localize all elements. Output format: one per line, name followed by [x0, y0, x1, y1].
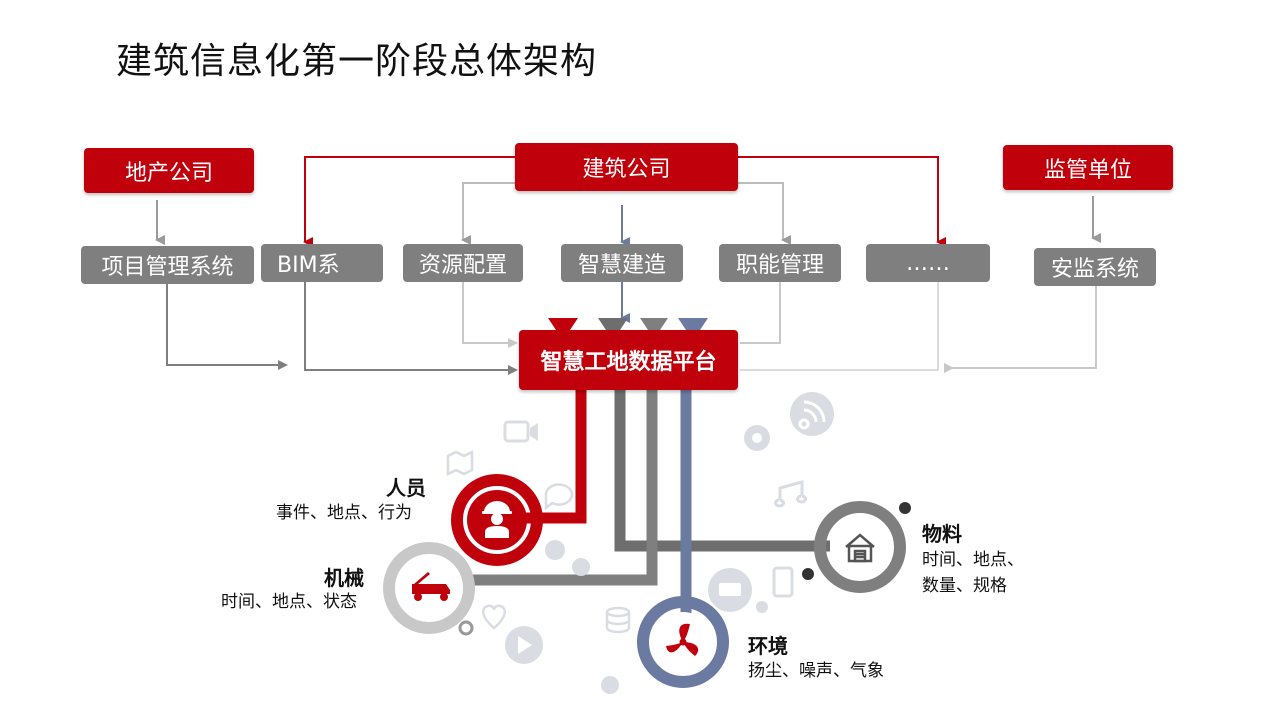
node-construction-company: 建筑公司 — [515, 143, 738, 191]
desc-material-line1: 时间、地点、 — [922, 550, 1024, 570]
funnel-gray-1 — [598, 318, 628, 330]
dot-2 — [572, 558, 590, 576]
dot-1 — [545, 540, 565, 560]
connector-construction-to-resource — [461, 182, 515, 245]
node-real-estate-company: 地产公司 — [84, 148, 254, 193]
environment-node — [637, 596, 729, 688]
dot-3 — [802, 568, 814, 580]
drive-icon — [708, 568, 752, 612]
dot-5 — [756, 601, 768, 613]
warehouse-icon — [845, 533, 875, 563]
dot-6 — [601, 676, 619, 694]
map-icon — [446, 449, 474, 477]
video-camera-icon — [503, 420, 538, 443]
node-regulator: 监管单位 — [1003, 145, 1173, 190]
dot-4 — [899, 502, 911, 514]
small-ring-icon — [458, 620, 474, 636]
desc-environment: 扬尘、噪声、气象 — [748, 661, 884, 681]
pipe-machinery — [470, 390, 658, 586]
node-project-management-system: 项目管理系统 — [81, 246, 254, 284]
connector-function-to-platform — [740, 282, 781, 344]
connector-construction-to-more — [738, 156, 946, 247]
desc-machinery: 时间、地点、状态 — [221, 592, 357, 612]
node-resource-allocation: 资源配置 — [403, 244, 523, 282]
node-more-systems: …… — [866, 244, 990, 282]
page-title: 建筑信息化第一阶段总体架构 — [116, 41, 598, 82]
database-icon — [605, 606, 631, 634]
connector-safety-to-platform — [944, 286, 1097, 373]
desc-personnel: 事件、地点、行为 — [276, 503, 412, 523]
node-bim-system: BIM系 — [261, 244, 383, 282]
funnel-gray-2 — [640, 318, 668, 330]
decorative-icons — [446, 392, 911, 694]
connector-project-to-platform — [166, 284, 288, 370]
label-material: 物料 — [922, 522, 962, 546]
play-icon — [505, 626, 543, 664]
truck-icon — [412, 572, 450, 601]
label-environment: 环境 — [748, 634, 788, 658]
heart-icon — [481, 604, 507, 630]
machinery-node — [383, 542, 475, 634]
funnel-red — [548, 318, 578, 330]
node-smart-site-data-platform: 智慧工地数据平台 — [519, 330, 738, 390]
personnel-node — [451, 474, 543, 566]
node-function-management: 职能管理 — [719, 244, 841, 282]
connector-construction-to-bim — [303, 156, 515, 247]
funnel-blue — [678, 318, 708, 330]
connector-construction-to-function — [738, 182, 791, 245]
label-personnel: 人员 — [386, 476, 426, 500]
node-safety-system: 安监系统 — [1034, 248, 1156, 286]
phone-icon — [772, 566, 794, 598]
material-node — [814, 501, 906, 593]
chat-icon — [544, 483, 574, 511]
pipe-material — [614, 390, 830, 552]
connector-resource-to-platform — [462, 282, 518, 348]
worker-icon — [482, 501, 512, 538]
connector-bim-to-platform — [304, 282, 518, 375]
desc-material-line2: 数量、规格 — [922, 576, 1007, 596]
node-smart-construction: 智慧建造 — [561, 244, 683, 282]
connector-more-to-platform — [740, 282, 939, 371]
fan-icon — [666, 623, 699, 656]
label-machinery: 机械 — [324, 566, 364, 590]
music-icon — [774, 480, 807, 508]
